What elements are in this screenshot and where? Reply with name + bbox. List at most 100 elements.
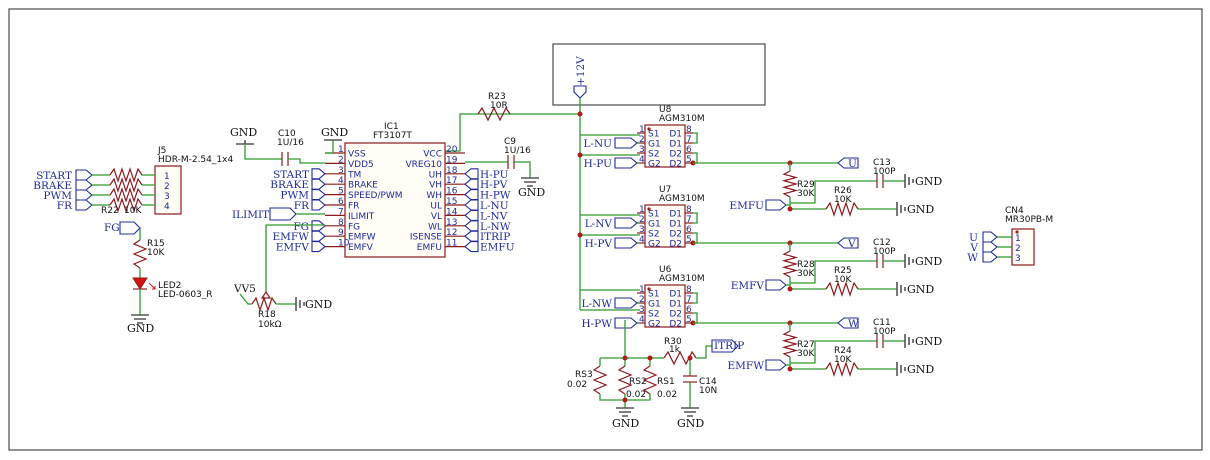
j5-resistor-ref: R22 xyxy=(101,206,119,216)
ilimit-network: ILIMIT GND VV5 R18 10kΩ xyxy=(232,207,332,330)
rs2-ref: RS2 xyxy=(629,377,647,387)
j5-pin-number: 4 xyxy=(164,202,170,212)
mosfet-pin-number: 2 xyxy=(639,135,645,145)
ic1-net-port xyxy=(464,220,479,232)
rs1-value: 0.02 xyxy=(657,390,677,400)
mosfet-pin-number: 5 xyxy=(686,155,692,165)
ic1-net-label: L-NU xyxy=(480,200,509,212)
ic1-net-label: H-PV xyxy=(480,179,508,191)
ic1-net-label: H-PU xyxy=(480,169,509,181)
emf-divider-value: 30K xyxy=(797,269,815,279)
cn4-net-label: V xyxy=(969,242,978,254)
gnd-label-emf-res: GND xyxy=(907,203,934,216)
j5-net-label: FR xyxy=(57,200,73,212)
mosfet-pin-number: 7 xyxy=(686,135,692,145)
emf-series-ref: R25 xyxy=(834,266,852,276)
ic1-net-label: FG xyxy=(293,221,309,233)
ic1-pin-name: VL xyxy=(431,212,442,222)
emf-net-port xyxy=(765,279,787,291)
ic1-pin-number: 16 xyxy=(446,187,458,197)
r23-ref: R23 xyxy=(488,92,506,102)
ic1-net-port xyxy=(464,189,479,201)
mosfet-pin-number: 1 xyxy=(639,125,645,135)
mosfet-gate-label: L-NV xyxy=(585,218,613,230)
c9-value: 1U/16 xyxy=(504,146,531,156)
j5-value: HDR-M-2.54_1x4 xyxy=(158,155,233,165)
ic1-net-label: EMFW xyxy=(273,231,310,243)
emf-net-port xyxy=(765,359,787,371)
emf-cap-ref: C12 xyxy=(873,238,891,248)
ic1-pin-number: 12 xyxy=(446,228,457,238)
ic1-pin-number: 4 xyxy=(338,176,344,186)
vdd-rail xyxy=(445,111,640,311)
ic1-net-label: START xyxy=(273,169,309,181)
gnd-label-r18: GND xyxy=(305,298,332,311)
c9-capacitor: C9 1U/16 GND xyxy=(465,137,545,199)
ic1-pin-number: 13 xyxy=(446,218,457,228)
r23-resistor: R23 10R xyxy=(477,92,511,122)
mosfet-pin-name: D1 xyxy=(669,140,682,150)
mosfet-pin-name: D2 xyxy=(669,320,682,330)
gnd-label-c14: GND xyxy=(677,417,704,430)
j5-net-label: PWM xyxy=(43,190,72,202)
mosfet-pin-number: 3 xyxy=(639,305,645,315)
mosfet-gate-label: L-NW xyxy=(581,298,612,310)
mosfet-pin-name: S2 xyxy=(648,310,659,320)
mosfet-pin-number: 3 xyxy=(639,145,645,155)
gnd-label-ic1-vss: GND xyxy=(321,126,348,139)
mosfet-pin-number: 6 xyxy=(686,225,692,235)
j5-ref: J5 xyxy=(157,146,166,156)
ic1-net-port xyxy=(464,230,479,242)
mosfet-pin-name: D1 xyxy=(669,300,682,310)
ic1-net-port xyxy=(311,168,326,180)
ic1-net-port xyxy=(311,178,326,190)
emf-divider-value: 30K xyxy=(797,349,815,359)
ic1-net-port xyxy=(464,199,479,211)
cn4-pin-number: 1 xyxy=(1015,234,1021,244)
phase-net-label: U xyxy=(848,158,857,170)
ic1-pin-number: 6 xyxy=(338,197,344,207)
emf-divider-value: 30K xyxy=(797,189,815,199)
mosfet-pin-number: 4 xyxy=(639,155,645,165)
ic1-pin-name: EMFW xyxy=(348,233,376,243)
emf-series-value: 10K xyxy=(834,195,852,205)
c10-value: 1U/16 xyxy=(277,138,304,148)
mosfet-gate-label: L-NU xyxy=(583,138,612,150)
mosfet-gate-port xyxy=(614,137,638,149)
ic1-pin-number: 15 xyxy=(446,197,457,207)
emf-net-label: EMFU xyxy=(729,200,764,212)
mosfet-pin-name: S2 xyxy=(648,150,659,160)
emf-series-ref: R26 xyxy=(834,186,852,196)
j5-pin-number: 3 xyxy=(164,192,170,202)
c9-ref: C9 xyxy=(504,137,516,147)
c14-ref: C14 xyxy=(699,377,717,387)
mosfet-pin-number: 3 xyxy=(639,225,645,235)
emf-net-port xyxy=(765,199,787,211)
mosfet-pin-name: D2 xyxy=(669,230,682,240)
ic1-pin-number: 5 xyxy=(338,187,344,197)
mosfet-pin-name: S1 xyxy=(648,290,659,300)
emf-cap-ref: C13 xyxy=(873,158,891,168)
emf-divider-ref: R27 xyxy=(797,340,815,350)
ic1-pin-number: 18 xyxy=(446,166,458,176)
mosfet-pin-number: 5 xyxy=(686,315,692,325)
ic1-net-label: BRAKE xyxy=(270,179,309,191)
mosfet-pin-name: S1 xyxy=(648,130,659,140)
mosfet-pin-name: D1 xyxy=(669,290,682,300)
cn4-pin-number: 2 xyxy=(1015,244,1021,254)
mosfet-value: AGM310M xyxy=(659,274,705,284)
ic1-pin-name: FG xyxy=(348,222,360,232)
led2-ref: LED2 xyxy=(158,281,181,291)
ic1-pin-name: EMFU xyxy=(417,243,442,253)
ic1-net-port xyxy=(311,230,326,242)
ic1-pin-number: 3 xyxy=(338,166,344,176)
mosfet-gate-port xyxy=(614,217,638,229)
ic1-net-label: L-NW xyxy=(480,221,511,233)
j5-net-port xyxy=(75,179,93,191)
emf-cap-ref: C11 xyxy=(873,318,891,328)
mosfet-pin-number: 1 xyxy=(639,205,645,215)
mosfet-pin-name: G1 xyxy=(648,220,661,230)
